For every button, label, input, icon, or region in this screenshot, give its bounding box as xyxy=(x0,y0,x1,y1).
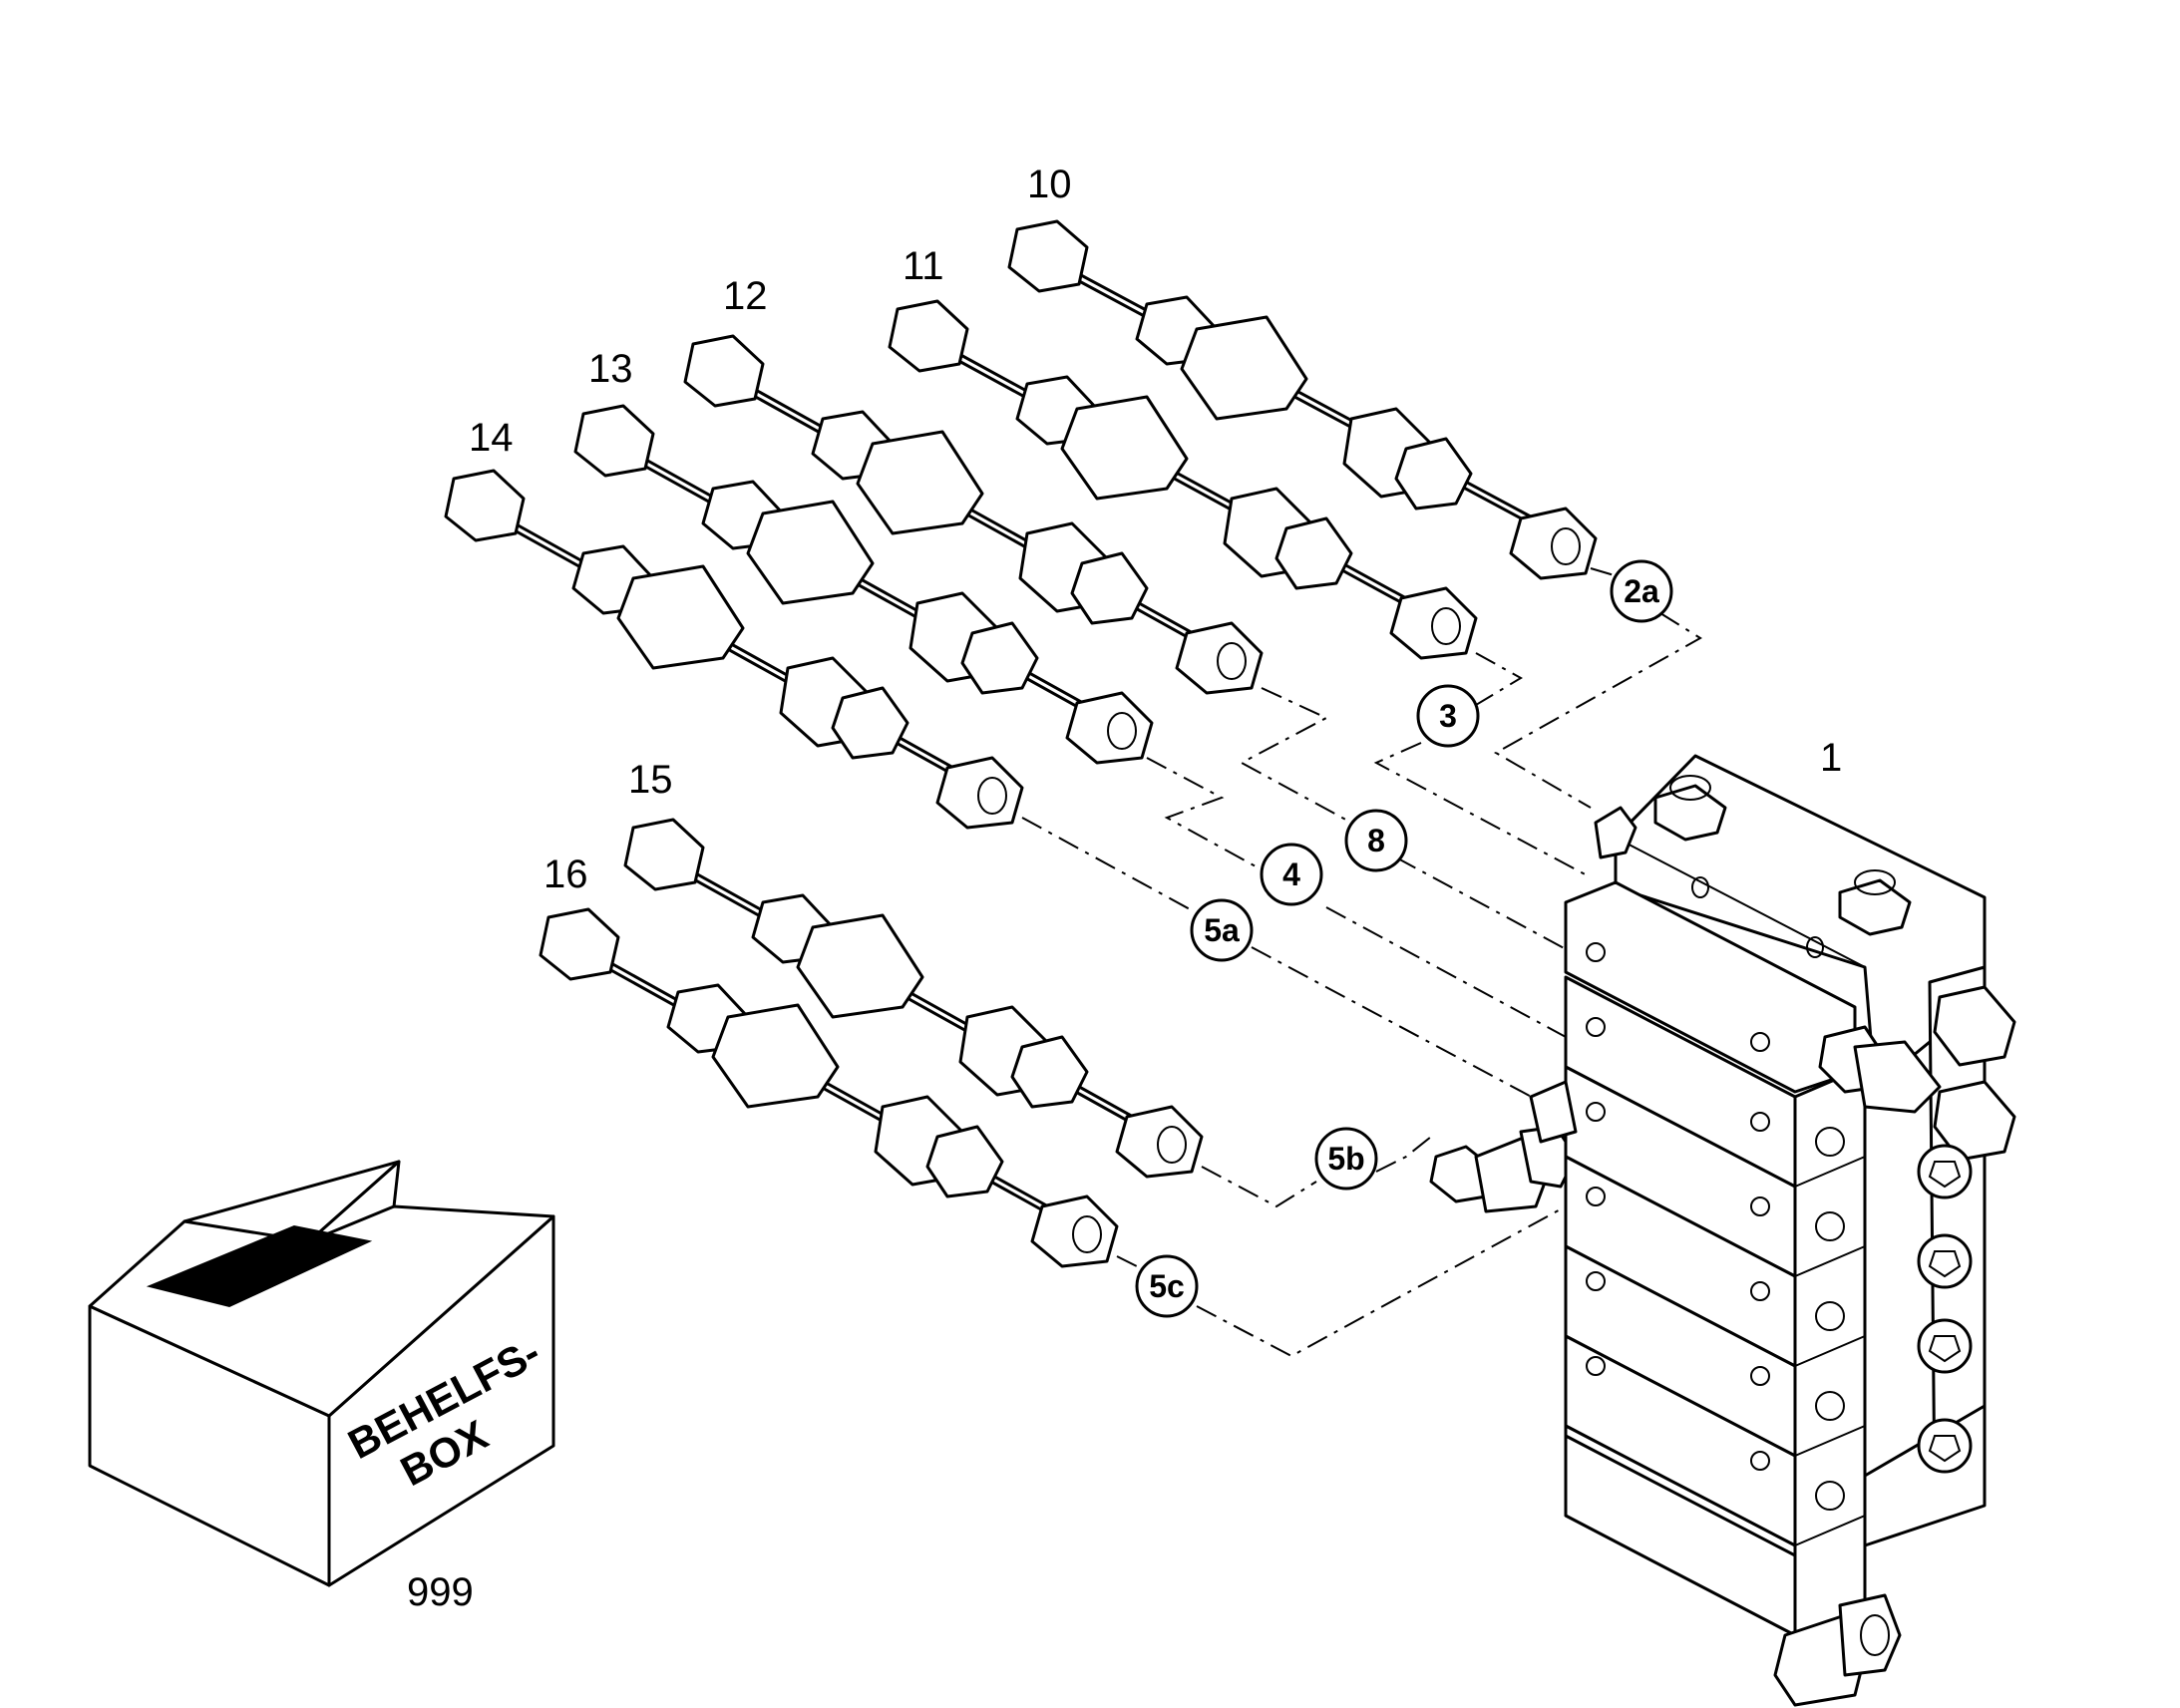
callout-2a: 2a xyxy=(1610,559,1673,623)
svg-text:8: 8 xyxy=(1367,823,1385,858)
svg-text:5a: 5a xyxy=(1204,912,1240,948)
part-label-13: 13 xyxy=(588,347,633,391)
spare-parts-box: BEHELFS- BOX xyxy=(88,1160,555,1587)
callout-8: 8 xyxy=(1344,809,1408,872)
distributor-block xyxy=(1529,754,2016,1707)
part-label-1: 1 xyxy=(1820,736,1842,780)
pipe-assembly-13 xyxy=(573,404,1154,765)
callout-3: 3 xyxy=(1416,684,1480,748)
svg-text:2a: 2a xyxy=(1624,573,1659,609)
pipe-assembly-16 xyxy=(539,907,1119,1268)
part-label-16: 16 xyxy=(544,853,588,896)
callout-5c: 5c xyxy=(1135,1254,1199,1318)
pipe-assembly-15 xyxy=(623,818,1204,1179)
pipe-assembly-14 xyxy=(444,469,1024,830)
leader-lines xyxy=(1021,567,1702,1358)
part-label-10: 10 xyxy=(1027,163,1072,206)
pipe-assembly-11 xyxy=(888,299,1478,660)
pipe-assembly-10 xyxy=(1007,219,1598,580)
part-label-14: 14 xyxy=(469,416,514,460)
part-label-15: 15 xyxy=(628,758,673,802)
pipe-assembly-12 xyxy=(683,334,1264,695)
part-label-999: 999 xyxy=(407,1570,474,1614)
section-stack xyxy=(1564,880,1867,1647)
elbow-fitting-5b xyxy=(1429,1125,1578,1213)
svg-text:4: 4 xyxy=(1282,856,1300,892)
callout-5b: 5b xyxy=(1314,1127,1378,1191)
svg-text:5b: 5b xyxy=(1327,1141,1364,1177)
callout-4: 4 xyxy=(1260,843,1323,906)
callout-5a: 5a xyxy=(1190,898,1254,962)
part-label-11: 11 xyxy=(903,244,944,288)
part-label-12: 12 xyxy=(723,274,768,318)
svg-text:3: 3 xyxy=(1439,698,1457,734)
svg-text:5c: 5c xyxy=(1149,1268,1185,1304)
